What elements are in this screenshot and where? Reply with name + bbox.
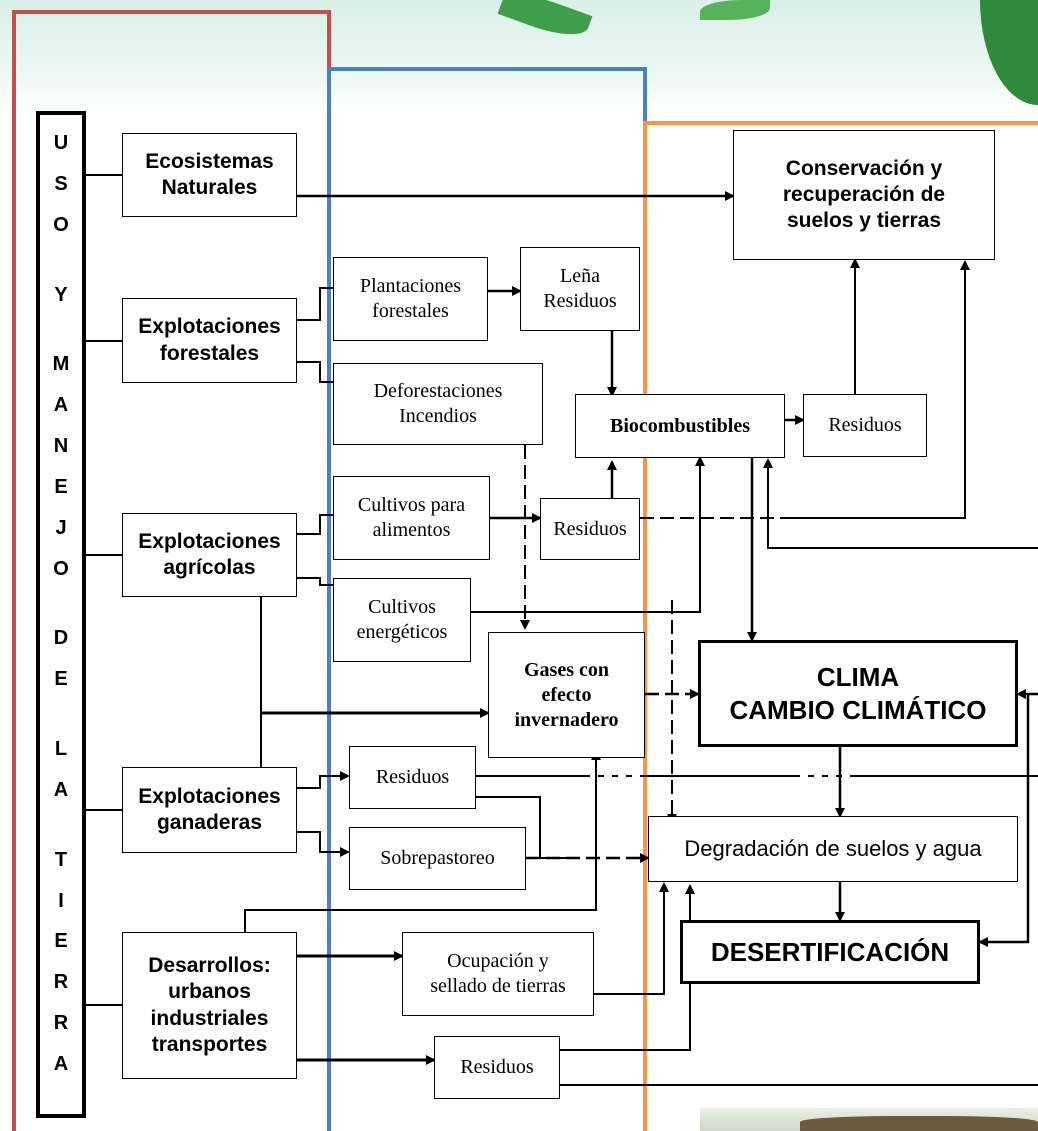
box-gases-efecto-invernadero: Gases con efecto invernadero xyxy=(488,632,645,758)
label-residuos-agricolas: Residuos xyxy=(553,517,627,540)
label-residuos-ganaderos: Residuos xyxy=(375,766,450,788)
label-forestales: Explotaciones forestales xyxy=(138,315,281,365)
vertical-title-letter: M xyxy=(52,353,70,376)
vertical-title-letter: A xyxy=(53,778,69,801)
vertical-title-letter: E xyxy=(54,930,68,953)
box-residuos-bio: Residuos xyxy=(803,394,927,457)
vertical-title-letter: A xyxy=(53,394,69,417)
box-sobrepastoreo: Sobrepastoreo xyxy=(349,827,526,890)
vertical-title-letter: S xyxy=(54,172,68,195)
vertical-title-letter: E xyxy=(54,668,68,691)
box-degradacion-suelos-agua: Degradación de suelos y agua xyxy=(648,816,1018,882)
box-desertificacion: DESERTIFICACIÓN xyxy=(680,920,980,984)
label-cultivos-energeticos: Cultivos energéticos xyxy=(356,596,448,643)
box-biocombustibles: Biocombustibles xyxy=(575,394,785,458)
box-ecosistemas-naturales: Ecosistemas Naturales xyxy=(122,133,297,217)
vertical-title-letter: O xyxy=(53,213,69,236)
label-ocupacion: Ocupación y sellado de tierras xyxy=(430,950,566,997)
label-clima: CLIMA CAMBIO CLIMÁTICO xyxy=(729,662,987,725)
label-cultivos-alimentos: Cultivos para alimentos xyxy=(357,494,466,541)
box-ocupacion-sellado: Ocupación y sellado de tierras xyxy=(402,932,594,1016)
vertical-title-letter: R xyxy=(53,971,69,994)
box-explotaciones-ganaderas: Explotaciones ganaderas xyxy=(122,767,297,853)
vertical-title-letter: U xyxy=(53,132,69,154)
vertical-title-letter: Y xyxy=(54,283,68,306)
label-desarrollos: Desarrollos: urbanos industriales transp… xyxy=(148,954,271,1056)
label-conservacion: Conservación y recuperación de suelos y … xyxy=(782,156,946,233)
label-residuos-desarrollo: Residuos xyxy=(460,1056,534,1078)
vertical-title-letter: E xyxy=(54,475,68,498)
label-residuos-bio: Residuos xyxy=(828,414,902,436)
label-lena: Leña Residuos xyxy=(543,265,617,312)
label-sobrepastoreo: Sobrepastoreo xyxy=(380,847,495,869)
leaf-decoration-2 xyxy=(700,0,770,20)
vertical-title-letter: T xyxy=(54,848,68,871)
box-deforestaciones-incendios: Deforestaciones Incendios xyxy=(333,363,543,445)
vertical-title-letter: N xyxy=(53,435,69,457)
label-deforestaciones: Deforestaciones Incendios xyxy=(373,380,503,427)
frame-orange xyxy=(643,121,1038,1131)
box-cultivos-energeticos: Cultivos energéticos xyxy=(333,578,471,662)
box-residuos-desarrollo: Residuos xyxy=(434,1036,560,1099)
box-explotaciones-agricolas: Explotaciones agrícolas xyxy=(122,513,297,597)
label-biocombustibles: Biocombustibles xyxy=(609,414,751,437)
vertical-title-letter: I xyxy=(58,889,64,912)
box-lena-residuos: Leña Residuos xyxy=(520,247,640,331)
label-agricolas: Explotaciones agrícolas xyxy=(138,529,281,579)
box-cultivos-alimentos: Cultivos para alimentos xyxy=(333,476,490,560)
box-plantaciones-forestales: Plantaciones forestales xyxy=(333,257,488,341)
vertical-title-letter: D xyxy=(53,627,69,650)
vertical-title-letter: R xyxy=(53,1012,69,1035)
vertical-title-letter: L xyxy=(54,738,68,760)
label-degradacion: Degradación de suelos y agua xyxy=(684,836,982,862)
vertical-title-letter: O xyxy=(53,557,69,580)
box-residuos-ganaderos: Residuos xyxy=(349,746,476,809)
label-ecosistemas: Ecosistemas Naturales xyxy=(145,149,274,199)
label-plantaciones: Plantaciones forestales xyxy=(359,275,462,322)
label-desertificacion: DESERTIFICACIÓN xyxy=(710,936,950,967)
label-gases: Gases con efecto invernadero xyxy=(514,658,619,731)
box-clima-cambio-climatico: CLIMA CAMBIO CLIMÁTICO xyxy=(698,640,1018,747)
vertical-title-letter: J xyxy=(55,516,67,539)
vertical-title-letter: A xyxy=(53,1053,69,1075)
box-conservacion-recuperacion: Conservación y recuperación de suelos y … xyxy=(733,130,995,260)
box-desarrollos: Desarrollos: urbanos industriales transp… xyxy=(122,932,297,1079)
label-ganaderas: Explotaciones ganaderas xyxy=(138,784,281,834)
box-explotaciones-forestales: Explotaciones forestales xyxy=(122,298,297,383)
soil-decoration xyxy=(800,1116,1038,1131)
box-residuos-agricolas: Residuos xyxy=(540,498,640,560)
